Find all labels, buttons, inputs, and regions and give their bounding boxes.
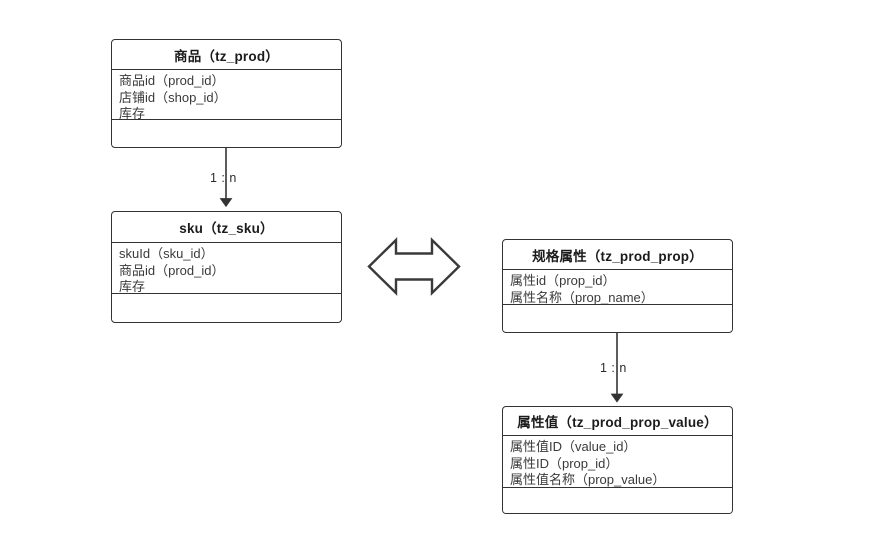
double-headed-arrow-icon <box>367 237 461 296</box>
entity-footer-prop <box>503 305 732 331</box>
entity-box-prop-value[interactable]: 属性值（tz_prod_prop_value） 属性值ID（value_id） … <box>502 406 733 514</box>
attribute-row: 属性名称（prop_name） <box>510 289 654 305</box>
entity-footer-prop-value <box>503 488 732 513</box>
entity-title-sku: sku（tz_sku） <box>112 212 341 243</box>
attribute-row: 属性id（prop_id） <box>510 273 616 288</box>
entity-attributes-prod: 商品id（prod_id） 店铺id（shop_id） 库存 <box>112 70 341 121</box>
entity-box-sku[interactable]: sku（tz_sku） skuId（sku_id） 商品id（prod_id） … <box>111 211 342 323</box>
entity-box-prod[interactable]: 商品（tz_prod） 商品id（prod_id） 店铺id（shop_id） … <box>111 39 342 148</box>
attribute-row: 属性ID（prop_id） <box>510 455 619 471</box>
entity-title-prod: 商品（tz_prod） <box>112 40 341 70</box>
entity-title-prop: 规格属性（tz_prod_prop） <box>503 240 732 270</box>
attribute-row: 库存 <box>119 106 146 121</box>
entity-attributes-sku: skuId（sku_id） 商品id（prod_id） 库存 <box>112 243 341 294</box>
relationship-label-prod-to-sku: 1 : n <box>210 171 237 185</box>
attribute-row: 属性值ID（value_id） <box>510 439 637 454</box>
attribute-row: skuId（sku_id） <box>119 246 214 261</box>
attribute-row: 店铺id（shop_id） <box>119 89 227 105</box>
attribute-row: 商品id（prod_id） <box>119 73 225 88</box>
entity-footer-sku <box>112 294 341 320</box>
attribute-row: 库存 <box>119 279 146 294</box>
entity-attributes-prop-value: 属性值ID（value_id） 属性ID（prop_id） 属性值名称（prop… <box>503 436 732 488</box>
relationship-label-prop-to-prop-value: 1 : n <box>600 361 627 375</box>
entity-footer-prod <box>112 120 341 145</box>
entity-title-prop-value: 属性值（tz_prod_prop_value） <box>503 407 732 436</box>
attribute-row: 属性值名称（prop_value） <box>510 472 666 487</box>
attribute-row: 商品id（prod_id） <box>119 262 225 278</box>
entity-attributes-prop: 属性id（prop_id） 属性名称（prop_name） <box>503 270 732 305</box>
entity-box-prop[interactable]: 规格属性（tz_prod_prop） 属性id（prop_id） 属性名称（pr… <box>502 239 733 333</box>
